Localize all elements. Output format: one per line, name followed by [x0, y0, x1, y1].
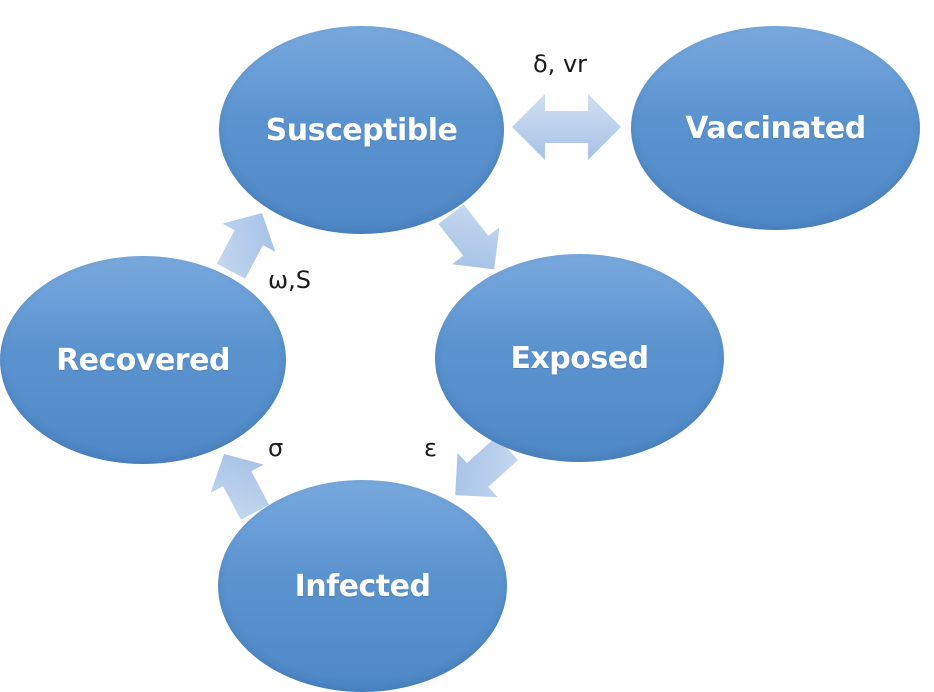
node-vaccinated: Vaccinated — [631, 26, 920, 230]
node-exposed-label: Exposed — [510, 340, 649, 376]
edge-label-susceptible-vaccinated: δ, vr — [533, 50, 588, 78]
node-recovered-label: Recovered — [56, 342, 230, 378]
edge-label-recovered-susceptible: ω,S — [268, 266, 311, 294]
node-recovered: Recovered — [0, 256, 286, 464]
arrow-susceptible-exposed — [438, 204, 500, 270]
arrow-exposed-infected — [455, 436, 518, 498]
node-vaccinated-label: Vaccinated — [685, 110, 866, 146]
edge-label-exposed-infected: ε — [424, 434, 437, 462]
edge-label-infected-recovered: σ — [268, 434, 284, 462]
node-infected: Infected — [218, 480, 507, 692]
arrow-infected-recovered — [210, 453, 270, 520]
arrow-susceptible-vaccinated — [512, 94, 621, 160]
node-susceptible-label: Susceptible — [265, 112, 458, 148]
arrow-recovered-susceptible — [216, 212, 276, 279]
node-infected-label: Infected — [294, 568, 431, 604]
node-exposed: Exposed — [435, 254, 724, 462]
node-susceptible: Susceptible — [219, 26, 504, 234]
